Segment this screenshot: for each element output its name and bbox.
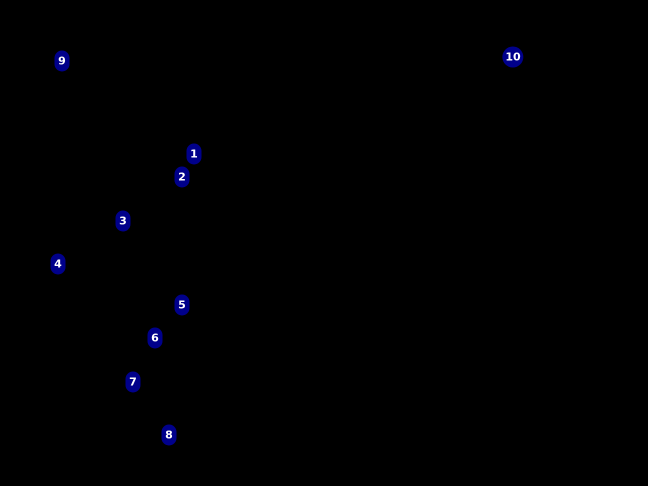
marker-3[interactable]: 3 (115, 210, 131, 232)
marker-10[interactable]: 10 (502, 46, 524, 68)
marker-5[interactable]: 5 (174, 294, 190, 316)
marker-4[interactable]: 4 (50, 253, 66, 275)
marker-9[interactable]: 9 (54, 50, 70, 72)
marker-8[interactable]: 8 (161, 424, 177, 446)
marker-7[interactable]: 7 (125, 371, 141, 393)
marker-2[interactable]: 2 (174, 166, 190, 188)
marker-6[interactable]: 6 (147, 327, 163, 349)
marker-1[interactable]: 1 (186, 143, 202, 165)
